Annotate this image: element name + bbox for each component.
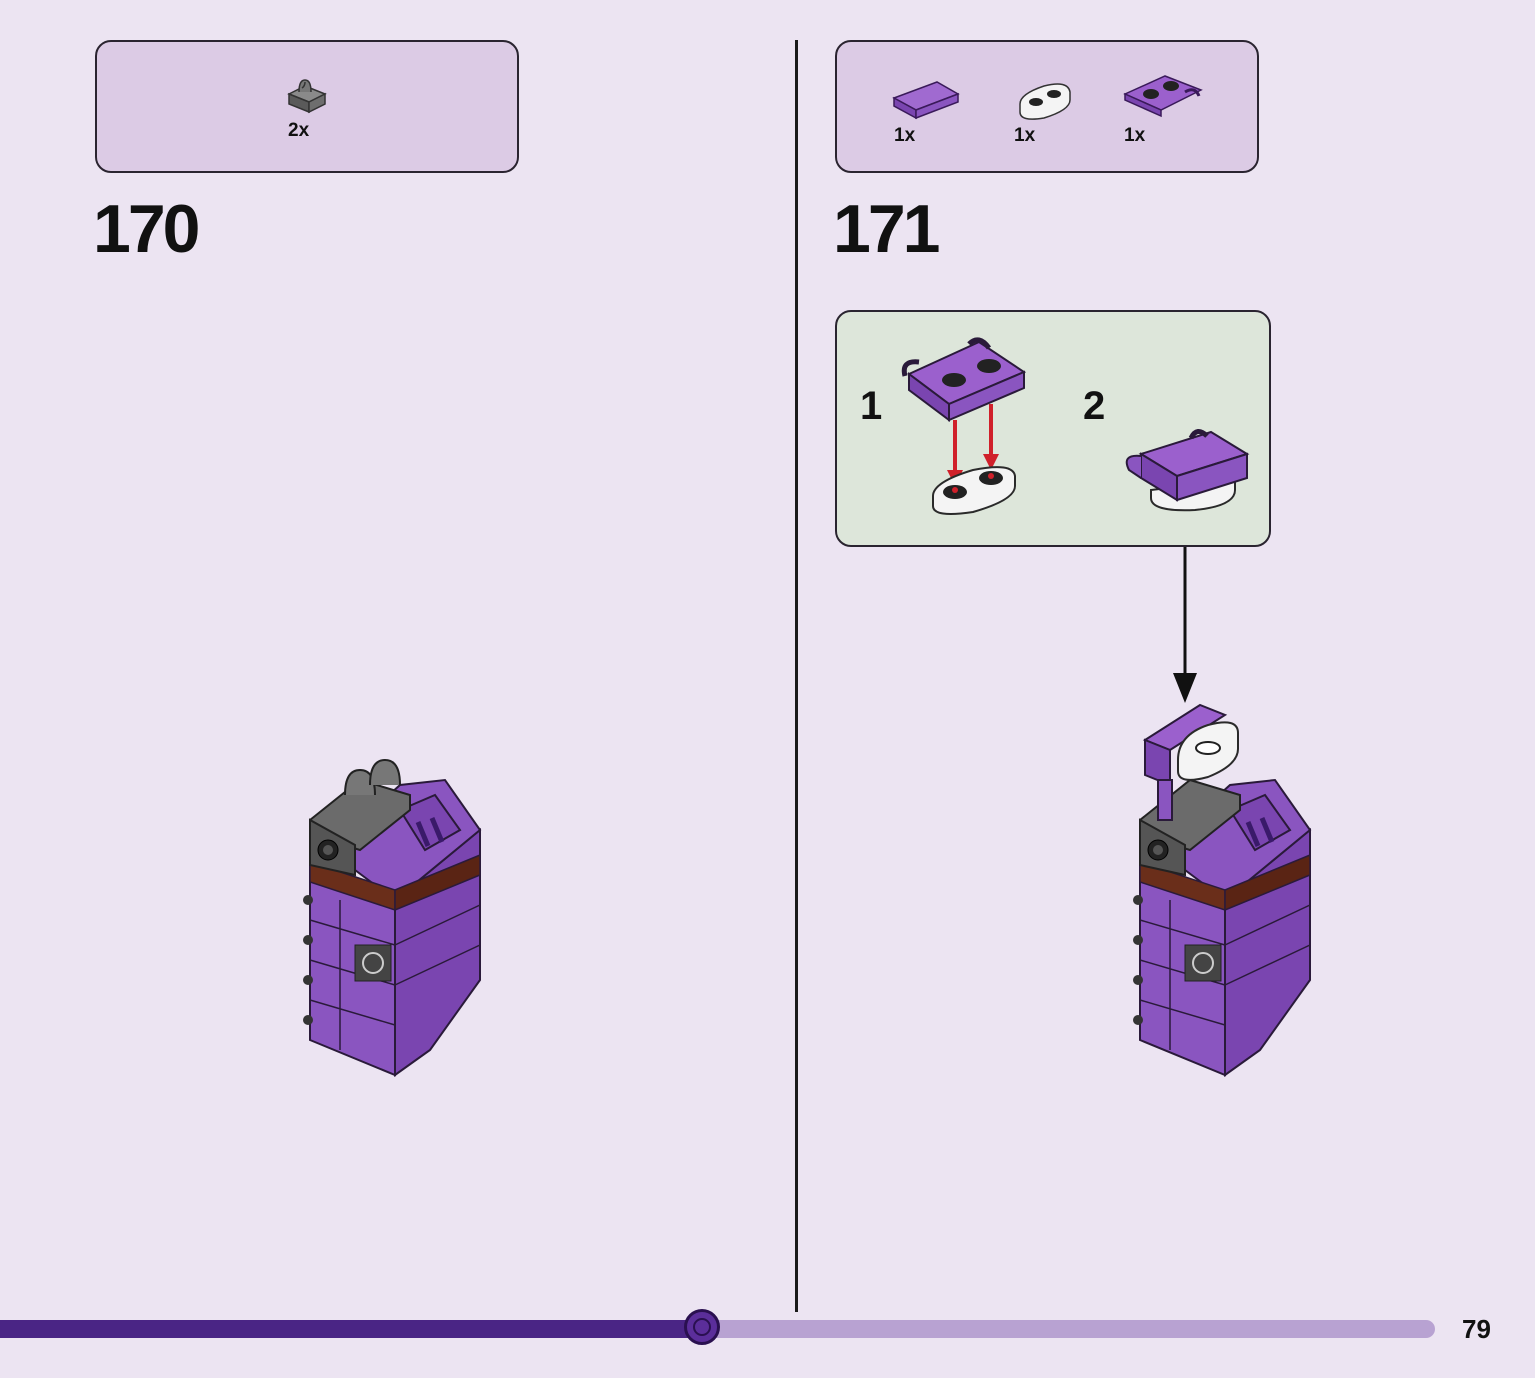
progress-fill [0, 1320, 702, 1338]
part-qty: 2x [288, 120, 310, 141]
page-divider [795, 40, 798, 1312]
white-plate-icon [1019, 83, 1071, 120]
purple-tile-icon [892, 81, 960, 120]
page-number: 79 [1462, 1314, 1491, 1344]
connector-arrow [1173, 547, 1197, 703]
substep-callout: 1 2 [835, 310, 1271, 547]
part-qty: 1x [1124, 125, 1146, 146]
step-number-171: 171 [833, 191, 940, 267]
substep-1-illustration [901, 337, 1027, 515]
substep-2-illustration [1125, 429, 1250, 512]
parts-box-step-171: 1x 1x 1x [835, 40, 1259, 173]
grey-clip-tile-icon [287, 79, 327, 114]
step-number-170: 170 [93, 191, 200, 267]
substep-label-2: 2 [1083, 384, 1106, 428]
part-qty: 1x [894, 125, 916, 146]
purple-clip-plate-icon [1123, 75, 1203, 118]
substep-label-1: 1 [860, 384, 883, 428]
model-illustration-step-171 [1133, 703, 1312, 1077]
progress-knob [684, 1309, 720, 1345]
part-qty: 1x [1014, 125, 1036, 146]
parts-box-step-170: 2x [95, 40, 519, 173]
model-illustration-step-170 [303, 758, 482, 1077]
